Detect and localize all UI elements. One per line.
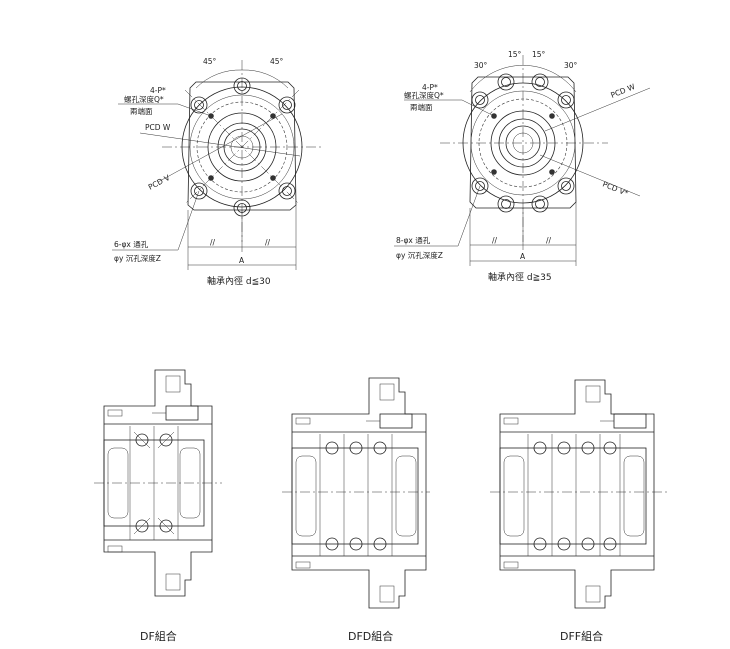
dfd-label: DFD組合 (348, 629, 393, 643)
counterbore-label: φy 沉孔深度Z (396, 250, 443, 260)
pcd-w-label: PCD W (145, 123, 171, 132)
dfd-cross-section: DFD組合 (282, 377, 430, 643)
angle-label: 30° (564, 61, 578, 70)
angle-label: 15° (508, 50, 522, 59)
dff-cross-section: DFF組合 (490, 379, 668, 643)
half-dimension-label: // (210, 238, 216, 247)
through-hole-label: 6-φx 通孔 (114, 239, 149, 249)
angle-label: 30° (474, 61, 488, 70)
caption-d30: 軸承內徑 d≦30 (207, 275, 271, 287)
angle-label: 15° (532, 50, 546, 59)
both-faces-label: 兩端面 (410, 102, 433, 112)
counterbore-label: φy 沉孔深度Z (114, 253, 161, 263)
caption-d35: 軸承內徑 d≧35 (488, 271, 552, 283)
tapped-hole-label: 4-P* (422, 83, 438, 92)
flange-view-d30: 45° 45° 4-P* 螺孔深度Q* 兩端面 PCD W PCD V 6-φx… (112, 57, 322, 287)
dimension-a-label: A (520, 252, 526, 261)
flange-view-d35: 30° 15° 15° 30° 4-P* 螺孔深度Q* 兩端面 PCD W PC… (394, 50, 651, 283)
df-cross-section: DF組合 (94, 369, 222, 643)
pcd-v-label: PCD V* (601, 180, 629, 198)
pcd-v-label: PCD V (147, 173, 172, 192)
dff-label: DFF組合 (560, 629, 603, 643)
half-dimension-label: // (265, 238, 271, 247)
angle-label: 45° (203, 57, 217, 66)
dimension-a-label: A (239, 256, 245, 265)
half-dimension-label: // (492, 236, 498, 245)
thread-depth-label: 螺孔深度Q* (404, 90, 444, 100)
tapped-hole-label: 4-P* (150, 86, 166, 95)
angle-label: 45° (270, 57, 284, 66)
through-hole-label: 8-φx 通孔 (396, 235, 431, 245)
both-faces-label: 兩端面 (130, 106, 153, 116)
pcd-w-label: PCD W (609, 82, 636, 100)
thread-depth-label: 螺孔深度Q* (124, 94, 164, 104)
half-dimension-label: // (546, 236, 552, 245)
df-label: DF組合 (140, 629, 177, 643)
